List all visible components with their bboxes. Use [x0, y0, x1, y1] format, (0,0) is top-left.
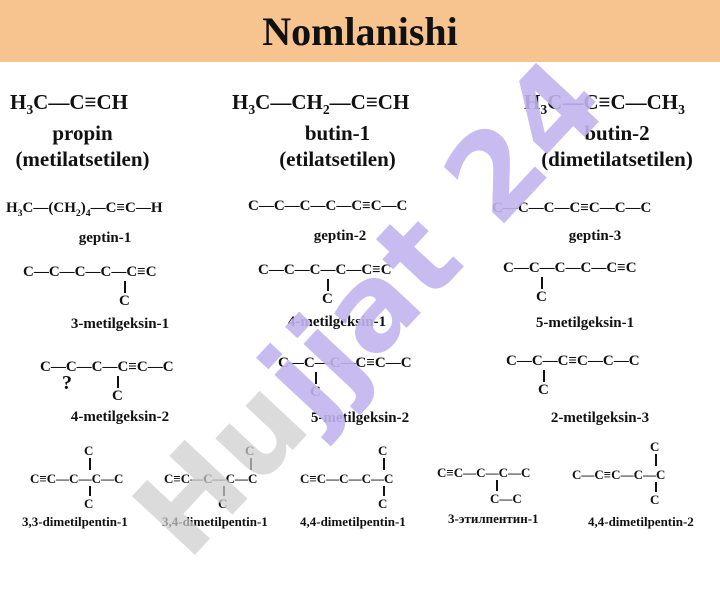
name-butin-2: butin-2 [584, 121, 650, 145]
formula-4-4-dimetilpentin-1: C≡C—C—C—C [300, 471, 394, 486]
formula-4-metilgeksin-2: C—C—C—C≡C—C [40, 359, 174, 375]
branch-methyl: C [112, 388, 123, 404]
formula-propin: H3C—C≡CH [10, 90, 128, 118]
branch-bond [383, 486, 385, 496]
branch-bond [383, 458, 385, 470]
page-title: Nomlanishi [262, 9, 458, 54]
name-5-metilgeksin-2: 5-metilgeksin-2 [310, 410, 410, 426]
name-3-metilgeksin-1: 3-metilgeksin-1 [70, 316, 170, 332]
branch-ethyl-down: C—C [490, 491, 522, 506]
alt-name-butin-1: (etilatsetilen) [279, 147, 396, 171]
branch-methyl: C [310, 384, 321, 400]
formula-butin-1: H3C—CH2—C≡CH [232, 90, 410, 118]
question-mark: ? [62, 372, 72, 394]
branch-methyl-down: C [650, 492, 660, 507]
branch-methyl: C [119, 293, 130, 309]
branch-methyl: C [538, 382, 549, 398]
name-4-metilgeksin-2: 4-metilgeksin-2 [70, 409, 170, 425]
branch-methyl-down: C [378, 496, 388, 511]
branch-bond [89, 458, 91, 470]
branch-methyl-up: C [650, 439, 660, 454]
branch-bond [250, 458, 252, 470]
branch-bond [117, 376, 119, 388]
name-2-metilgeksin-3: 2-metilgeksin-3 [550, 410, 650, 426]
formula-geptin-3: C—C—C—C≡C—C—C [492, 200, 652, 216]
branch-methyl-up: C [84, 443, 94, 458]
branch-bond [89, 486, 91, 496]
branch-bond [124, 281, 126, 293]
formula-3-4-dimetilpentin-1: C≡C—C—C—C [164, 471, 258, 486]
name-4-4-dimetilpentin-1: 4,4-dimetilpentin-1 [300, 514, 406, 529]
branch-bond [496, 480, 498, 491]
formula-butin-2: H3C—C≡C—CH3 [524, 90, 685, 118]
formula-geptin-2: C—C—C—C—C≡C—C [248, 198, 408, 214]
formula-2-metilgeksin-3: C—C—C≡C—C—C [506, 353, 640, 369]
name-butin-1: butin-1 [304, 121, 371, 145]
branch-bond [541, 277, 543, 289]
branch-bond [315, 372, 317, 384]
branch-bond [223, 486, 225, 496]
name-4-4-dimetilpentin-2: 4,4-dimetilpentin-2 [588, 514, 694, 529]
name-3-4-dimetilpentin-1: 3,4-dimetilpentin-1 [162, 514, 268, 529]
formula-5-metilgeksin-1: C—C—C—C—C≡C [503, 260, 637, 276]
alt-name-butin-2: (dimetilatsetilen) [541, 147, 693, 171]
branch-methyl-down: C [218, 496, 228, 511]
branch-bond [327, 279, 329, 291]
formula-geptin-1: H3C—(CH2)4—C≡C—H [6, 200, 163, 219]
alt-name-propin: (metilatsetilen) [15, 147, 150, 171]
branch-methyl-up: C [245, 443, 255, 458]
branch-bond [543, 370, 545, 382]
name-geptin-1: geptin-1 [78, 230, 132, 246]
formula-4-4-dimetilpentin-2: C—C≡C—C—C [572, 467, 666, 482]
title-bar [0, 0, 720, 62]
name-geptin-2: geptin-2 [313, 228, 367, 244]
formula-3-etilpentin-1: C≡C—C—C—C [437, 465, 531, 480]
branch-bond [655, 454, 657, 466]
branch-methyl-up: C [378, 443, 388, 458]
name-5-metilgeksin-1: 5-metilgeksin-1 [535, 315, 635, 331]
branch-methyl-down: C [84, 496, 94, 511]
name-geptin-3: geptin-3 [568, 228, 622, 244]
branch-methyl: C [536, 289, 547, 305]
formula-4-metilgeksin-1: C—C—C—C—C≡C [258, 262, 392, 278]
branch-methyl: C [322, 291, 333, 307]
branch-bond [655, 482, 657, 492]
formula-3-metilgeksin-1: C—C—C—C—C≡C [23, 264, 157, 280]
formula-5-metilgeksin-2: C—C—C—C≡C—C [278, 355, 412, 371]
name-3-3-dimetilpentin-1: 3,3-dimetilpentin-1 [22, 514, 128, 529]
formula-3-3-dimetilpentin-1: C≡C—C—C—C [30, 471, 124, 486]
name-4-metilgeksin-1: 4-metilgeksin-1 [287, 314, 387, 330]
name-3-etilpentin-1: 3-этилпентин-1 [448, 511, 539, 526]
name-propin: propin [52, 121, 113, 145]
